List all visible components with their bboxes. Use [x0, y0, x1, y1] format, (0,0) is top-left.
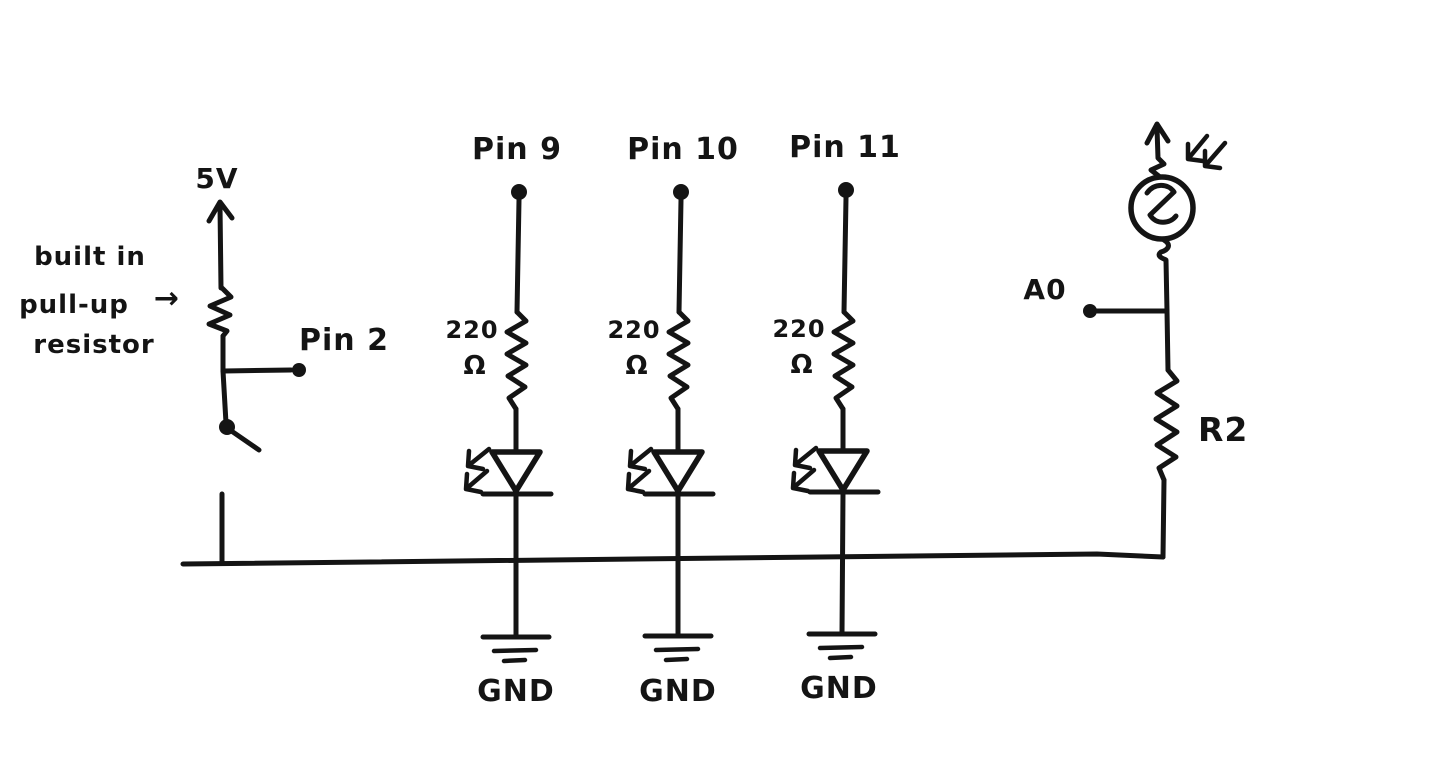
pin2-branch-wire [221, 367, 294, 374]
r2-resistor-symbol [1153, 367, 1180, 483]
pin-label: Pin 11 [789, 130, 901, 165]
led-channel-pin9: Pin 9 220 Ω GND [445, 132, 562, 709]
pin2-label: Pin 2 [299, 323, 389, 358]
switch-top-wire [220, 368, 229, 426]
pin-node-dot [838, 182, 854, 198]
resistor-value-label: 220 [445, 316, 498, 344]
led-channel-pin11: Pin 11 220 Ω GND [772, 130, 901, 706]
resistor-value-label: 220 [772, 315, 825, 343]
gnd-symbol [806, 631, 878, 661]
pin-label: Pin 10 [627, 132, 739, 167]
a0-node-dot [1083, 304, 1097, 318]
annotation-line1: built in [34, 242, 146, 272]
ground-rail-wire [180, 551, 1166, 567]
gnd-symbol [480, 634, 552, 664]
r2-to-rail-wire [1160, 477, 1167, 560]
ldr-branch-section: A0 R2 [1023, 121, 1248, 560]
ohm-symbol: Ω [790, 350, 813, 380]
led-light-arrows-icon [625, 446, 654, 495]
ldr-bottom-squiggle-wire [1156, 237, 1171, 314]
annotation-line3: resistor [33, 330, 154, 360]
series-resistor-symbol [831, 309, 856, 412]
pin-wire [514, 197, 522, 315]
led-light-arrows-icon [463, 446, 492, 495]
ohm-symbol: Ω [463, 351, 486, 381]
led-channel-pin10: Pin 10 220 Ω GND [607, 132, 739, 709]
annotation-arrow-icon: → [154, 281, 180, 316]
r2-label: R2 [1198, 410, 1248, 449]
pullup-resistor-symbol [206, 285, 234, 339]
ldr-top-arrow-head-icon [1144, 121, 1171, 146]
resistor-value-label: 220 [607, 316, 660, 344]
led-triangle-symbol [651, 449, 705, 494]
led-triangle-symbol [816, 448, 870, 493]
led-triangle-symbol [489, 449, 543, 494]
led-to-gnd-wire [839, 489, 846, 637]
gnd-label: GND [800, 671, 878, 706]
gnd-symbol [642, 633, 714, 663]
builtin-pullup-annotation: built in pull-up → resistor [19, 242, 180, 360]
series-resistor-symbol [504, 309, 529, 412]
gnd-label: GND [639, 674, 717, 709]
switch-lever [227, 427, 262, 453]
pullup-switch-section: 5V Pin 2 [195, 162, 389, 566]
supply-5v-label: 5V [195, 162, 238, 195]
pin-node-dot [673, 184, 689, 200]
divider-mid-wire [1164, 308, 1171, 373]
ldr-zigzag-glyph [1144, 182, 1179, 225]
annotation-line2: pull-up [19, 290, 129, 320]
light-arrows-icon [1185, 133, 1228, 171]
a0-label: A0 [1023, 273, 1066, 306]
led-light-arrows-icon [790, 445, 819, 494]
ldr-top-arrow-shaft [1148, 125, 1167, 180]
ohm-symbol: Ω [625, 351, 648, 381]
supply-arrow-icon [206, 199, 235, 291]
pin-label: Pin 9 [472, 132, 562, 167]
pin-node-dot [511, 184, 527, 200]
pin-wire [676, 197, 684, 315]
pin2-node-dot [292, 363, 306, 377]
pin-wire [841, 195, 849, 315]
series-resistor-symbol [666, 309, 691, 412]
gnd-label: GND [477, 674, 555, 709]
